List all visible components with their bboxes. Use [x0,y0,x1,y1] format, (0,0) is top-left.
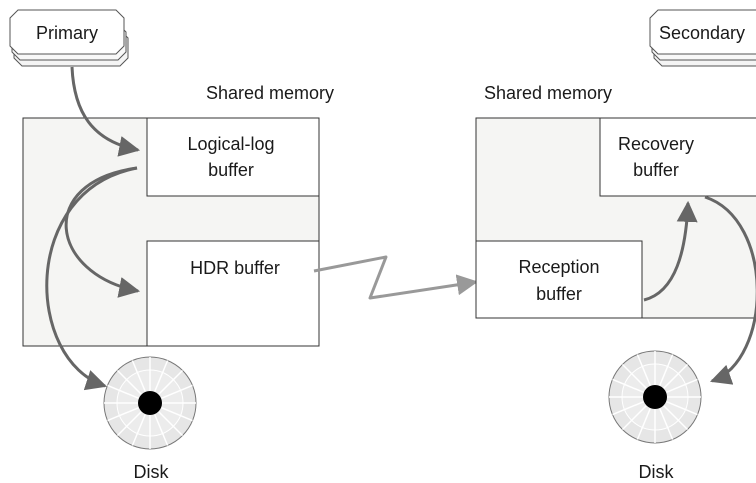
arrow-primary-to-logical-log [70,66,141,157]
reception-buffer-label-line2: buffer [536,284,582,304]
primary-server-icon [9,9,129,67]
secondary-server-label: Secondary [659,23,745,43]
secondary-disk-label: Disk [639,462,675,482]
recovery-buffer-label-line2: buffer [633,160,679,180]
reception-buffer-box [475,240,643,319]
logical-log-buffer-label-line1: Logical-log [187,134,274,154]
primary-disk-label: Disk [134,462,170,482]
primary-shared-memory-label: Shared memory [206,83,334,103]
arrow-logical-log-to-hdr-buffer [64,166,141,298]
network-link-arrow [313,255,479,300]
arrow-recovery-to-disk [704,195,756,385]
reception-buffer-label-line1: Reception [518,257,599,277]
logical-log-buffer-label-line2: buffer [208,160,254,180]
recovery-buffer-label-line1: Recovery [618,134,694,154]
secondary-server-icon [649,9,756,67]
hdr-buffer-label: HDR buffer [190,258,280,278]
primary-disk-icon [103,356,197,450]
logical-log-buffer-box [146,117,320,197]
secondary-shared-memory-label: Shared memory [484,83,612,103]
arrow-reception-to-recovery [643,200,698,302]
primary-server-label: Primary [36,23,98,43]
hdr-buffer-box [146,240,320,347]
recovery-buffer-box [599,117,756,197]
arrow-logical-log-to-disk [45,166,138,391]
secondary-disk-icon [608,350,702,444]
